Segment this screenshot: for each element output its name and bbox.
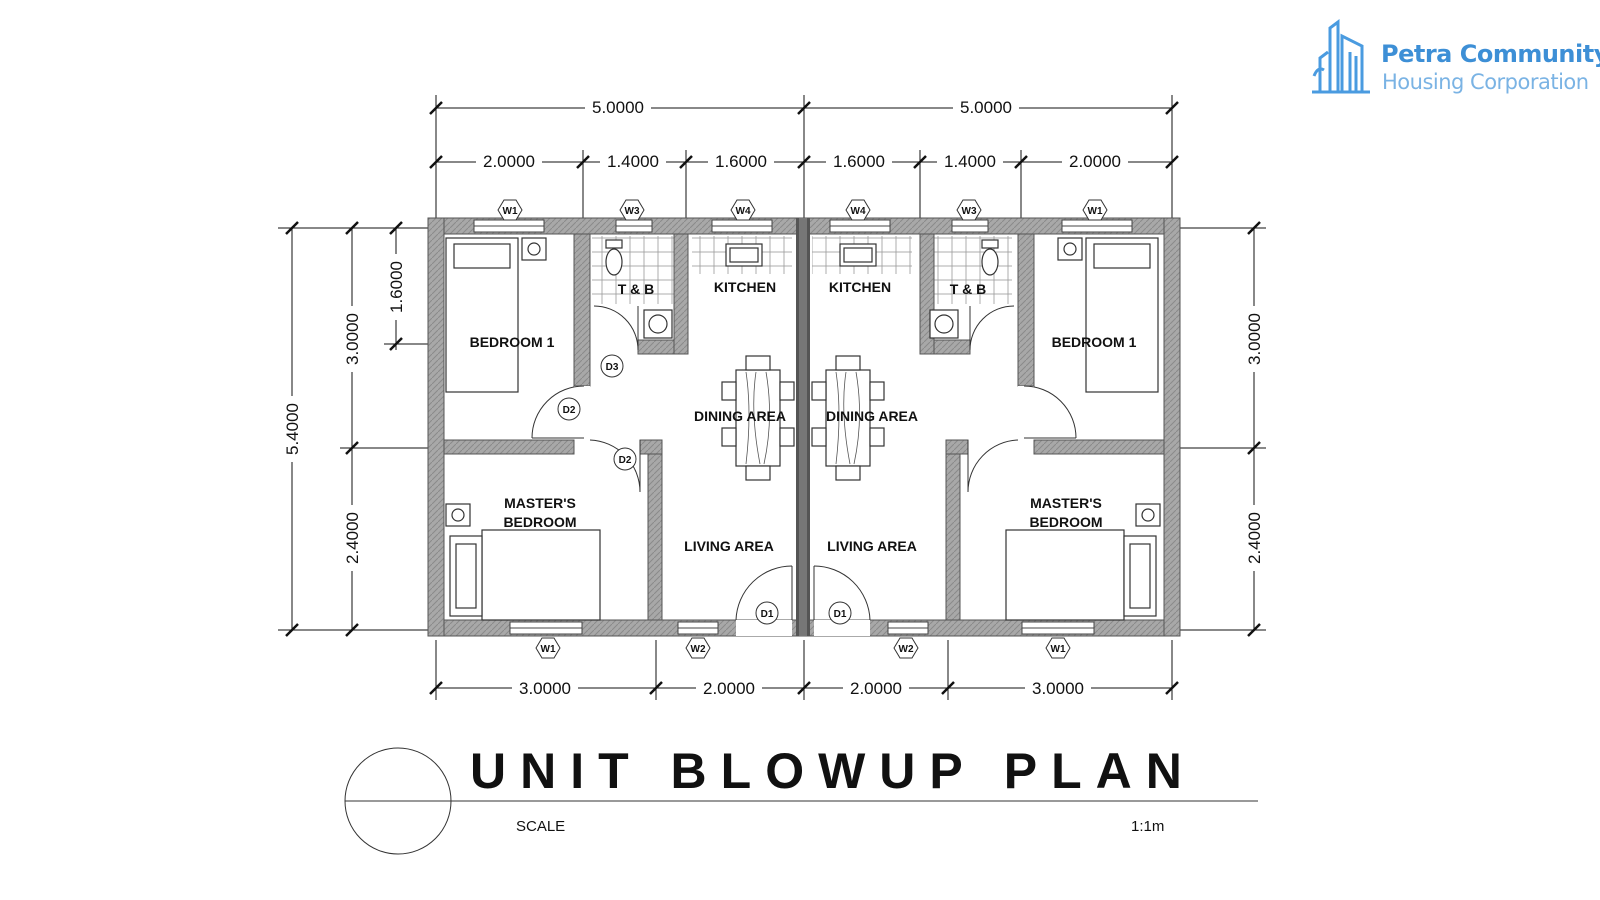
dim-top-split: 1.6000 — [833, 152, 885, 171]
window-tags — [497, 199, 1108, 659]
tag-d1: D1 — [761, 609, 774, 620]
dim-top-overall-left: 5.0000 — [592, 98, 644, 117]
master-bed-right — [1005, 529, 1125, 621]
room-bedroom1-right: BEDROOM 1 — [1052, 334, 1137, 350]
room-labels: BEDROOM 1 BEDROOM 1 T & B T & B KITCHEN … — [470, 279, 1137, 554]
dim-top-split: 2.0000 — [1069, 152, 1121, 171]
logo-text-line2: Housing Corporation — [1382, 70, 1589, 94]
dim-right-split: 2.4000 — [1245, 512, 1264, 564]
room-masters-right-2: BEDROOM — [1029, 514, 1102, 530]
tag-d2: D2 — [563, 405, 576, 416]
room-living-left: LIVING AREA — [684, 538, 774, 554]
right-dimension-lines — [1178, 221, 1266, 637]
master-bed-left — [481, 529, 601, 621]
bottom-dimension-labels: 3.0000 2.0000 2.0000 3.0000 — [512, 677, 1091, 698]
title-block — [344, 747, 1258, 855]
logo-text-line1: Petra Community — [1381, 40, 1600, 68]
furniture — [445, 237, 1161, 621]
dim-top-split: 1.4000 — [944, 152, 996, 171]
tag-w4: W4 — [851, 206, 866, 217]
tag-d3: D3 — [606, 362, 619, 373]
dining-table-left — [735, 369, 781, 467]
left-dimension-labels: 5.4000 3.0000 2.4000 1.6000 — [282, 254, 406, 571]
room-dining-left: DINING AREA — [694, 408, 786, 424]
tag-d1: D1 — [834, 609, 847, 620]
tag-w3: W3 — [962, 206, 977, 217]
room-tb-left: T & B — [618, 281, 655, 297]
right-dimension-labels: 3.0000 2.4000 — [1244, 306, 1264, 571]
tag-w2: W2 — [899, 644, 914, 655]
walls — [427, 217, 1181, 637]
room-kitchen-right: KITCHEN — [829, 279, 891, 295]
scale-value: 1:1m — [1131, 818, 1165, 835]
tag-w2: W2 — [691, 644, 706, 655]
room-masters-left-2: BEDROOM — [503, 514, 576, 530]
room-living-right: LIVING AREA — [827, 538, 917, 554]
tag-w1: W1 — [1088, 206, 1103, 217]
tag-w4: W4 — [736, 206, 751, 217]
door-tags — [557, 354, 852, 625]
plan-title: UNIT BLOWUP PLAN — [470, 743, 1196, 799]
company-logo: Petra Community Housing Corporation — [1310, 18, 1600, 98]
dim-left-overall: 5.4000 — [283, 403, 302, 455]
dim-bottom: 2.0000 — [850, 679, 902, 698]
room-dining-right: DINING AREA — [826, 408, 918, 424]
top-dimension-lines — [429, 95, 1179, 218]
room-masters-left-1: MASTER'S — [504, 495, 576, 511]
tag-w1: W1 — [541, 644, 556, 655]
dim-top-split: 2.0000 — [483, 152, 535, 171]
dim-top-split: 1.4000 — [607, 152, 659, 171]
room-kitchen-left: KITCHEN — [714, 279, 776, 295]
room-masters-right-1: MASTER'S — [1030, 495, 1102, 511]
dim-left-inner: 1.6000 — [387, 261, 406, 313]
building-logo-icon — [1312, 19, 1370, 94]
room-bedroom1-left: BEDROOM 1 — [470, 334, 555, 350]
door-swings — [531, 305, 1077, 621]
tag-w3: W3 — [625, 206, 640, 217]
dim-bottom: 2.0000 — [703, 679, 755, 698]
room-tb-right: T & B — [950, 281, 987, 297]
tag-w1: W1 — [1051, 644, 1066, 655]
dim-top-split: 1.6000 — [715, 152, 767, 171]
dim-top-overall-right: 5.0000 — [960, 98, 1012, 117]
tag-w1: W1 — [503, 206, 518, 217]
dining-table-right — [825, 369, 871, 467]
tag-d2: D2 — [619, 455, 632, 466]
dim-left-split: 2.4000 — [343, 512, 362, 564]
scale-label: SCALE — [516, 818, 566, 835]
dim-bottom: 3.0000 — [519, 679, 571, 698]
windows — [473, 219, 1133, 635]
top-dimension-labels: 5.0000 5.0000 2.0000 1.4000 1.6000 1.600… — [476, 96, 1128, 171]
dim-bottom: 3.0000 — [1032, 679, 1084, 698]
dim-left-split: 3.0000 — [343, 313, 362, 365]
dim-right-split: 3.0000 — [1245, 313, 1264, 365]
